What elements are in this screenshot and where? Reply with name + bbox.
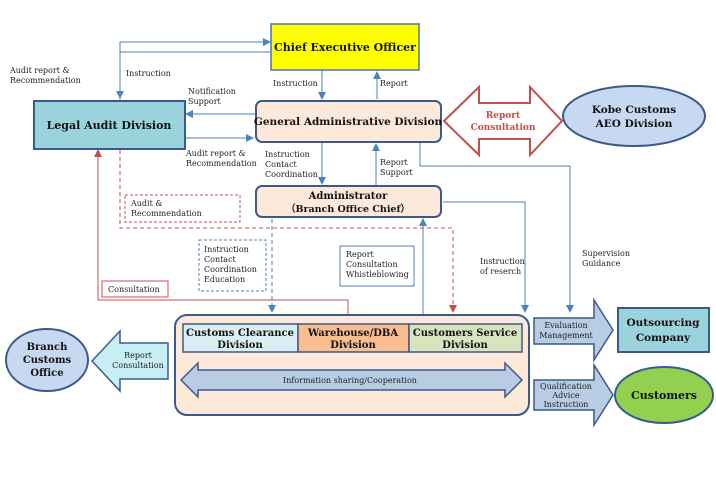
connector-labels: Audit report & Recommendation Instructio… <box>9 66 630 294</box>
outsourcing-label-2: Company <box>636 332 691 344</box>
label-icce-4: Education <box>204 275 245 284</box>
label-instruction-ceo: Instruction <box>273 79 318 88</box>
label-audit-report-top-1: Audit report & <box>9 66 70 75</box>
legal-audit-node: Legal Audit Division <box>33 100 186 150</box>
label-icce-2: Contact <box>204 255 237 264</box>
label-audit-report-mid-2: Recommendation <box>186 159 257 168</box>
warehouse-division <box>297 323 410 353</box>
info-sharing-label: Information sharing/Cooperation <box>283 376 417 385</box>
red-connectors <box>94 149 457 314</box>
label-icce-3: Coordination <box>204 265 257 274</box>
branch-label-2: Customs <box>23 355 72 366</box>
label-notification-2: Support <box>188 97 222 106</box>
qualification-arrow: Qualification Advice Instruction <box>533 362 614 428</box>
eval-label-2: Management <box>539 331 593 340</box>
customs-clear-label-1: Customs Clearance <box>186 328 294 339</box>
branch-label-1: Branch <box>27 342 69 353</box>
info-sharing-arrow <box>179 361 524 399</box>
report-consultation-label-2: Consultation <box>471 123 536 133</box>
label-rcw-3: Whistleblowing <box>346 270 409 279</box>
label-icce-1: Instruction <box>204 245 249 254</box>
label-audit-report-top-2: Recommendation <box>10 76 81 85</box>
qual-label-3: Instruction <box>544 400 589 409</box>
kobe-label-2: AEO Division <box>595 118 673 130</box>
customers-node: Customers <box>614 366 714 424</box>
branch-report-label-2: Consultation <box>112 361 164 370</box>
warehouse-label-2: Division <box>330 340 376 351</box>
label-supervision-1: Supervision <box>582 249 630 258</box>
connector-legal-audit-dashed <box>119 150 457 313</box>
ceo-label: Chief Executive Officer <box>274 41 416 54</box>
kobe-customs-node: Kobe Customs AEO Division <box>562 85 706 147</box>
label-supervision-2: Guidance <box>582 259 621 268</box>
service-label-2: Division <box>442 340 488 351</box>
label-notification-1: Notification <box>188 87 236 96</box>
consultation-box <box>101 280 169 298</box>
connector-instruction-research <box>443 201 529 313</box>
customs-clear-label-2: Division <box>217 340 263 351</box>
label-icc-1: Instruction <box>265 150 310 159</box>
label-report-ceo: Report <box>380 79 409 88</box>
connector-consultation-to-legal <box>94 149 349 314</box>
legal-audit-label: Legal Audit Division <box>47 119 172 132</box>
eval-label-1: Evaluation <box>544 321 587 330</box>
label-instruction-top: Instruction <box>126 69 171 78</box>
connector-supervision <box>419 142 574 313</box>
branch-report-label-1: Report <box>124 351 153 360</box>
icce-box <box>198 239 267 292</box>
qual-label-1: Qualification <box>540 382 592 391</box>
general-admin-label: General Administrative Division <box>254 116 443 128</box>
label-icc-2: Contact <box>265 160 298 169</box>
service-label-1: Customers Service <box>413 328 517 339</box>
label-audit-report-mid-1: Audit report & <box>185 149 246 158</box>
kobe-label-1: Kobe Customs <box>592 104 676 116</box>
ceo-node: Chief Executive Officer <box>270 23 420 71</box>
blue-connectors <box>116 38 574 314</box>
label-report-support-2: Support <box>380 168 414 177</box>
warehouse-label-1: Warehouse/DBA <box>307 328 398 339</box>
customer-service-division <box>408 323 523 353</box>
label-consultation: Consultation <box>108 285 160 294</box>
label-rcw-2: Consultation <box>346 260 398 269</box>
audit-rec-box <box>124 194 241 223</box>
label-audit-rec-1: Audit & <box>130 199 163 208</box>
label-rcw-1: Report <box>346 250 375 259</box>
general-admin-node: General Administrative Division <box>254 100 443 143</box>
label-icc-3: Coordination <box>265 170 318 179</box>
customers-label: Customers <box>631 389 697 402</box>
label-instr-research-2: of reserch <box>480 267 521 276</box>
evaluation-arrow: Evaluation Management <box>533 297 614 363</box>
outsourcing-node: Outsourcing Company <box>617 307 710 353</box>
customs-clearance-division <box>182 323 299 353</box>
label-report-support-1: Report <box>380 158 409 167</box>
administrator-label-2: （Branch Office Chief） <box>286 203 410 215</box>
report-consultation-label-1: Report <box>486 111 521 121</box>
branch-customs-node: Branch Customs Office <box>5 328 89 392</box>
branch-label-3: Office <box>30 368 63 379</box>
divisions-container: Customs Clearance Division Warehouse/DBA… <box>174 314 530 416</box>
label-instr-research-1: Instruction <box>480 257 525 266</box>
connector-ceo-instruction-legal <box>116 51 270 99</box>
qual-label-2: Advice <box>551 391 579 400</box>
outsourcing-label-1: Outsourcing <box>626 317 700 329</box>
rcw-box <box>339 245 415 287</box>
administrator-node: Administrator （Branch Office Chief） <box>255 185 442 218</box>
branch-report-arrow: Report Consultation <box>90 329 169 393</box>
report-consultation-arrow: Report Consultation <box>442 84 564 158</box>
administrator-label-1: Administrator <box>308 191 388 202</box>
label-audit-rec-2: Recommendation <box>131 209 202 218</box>
